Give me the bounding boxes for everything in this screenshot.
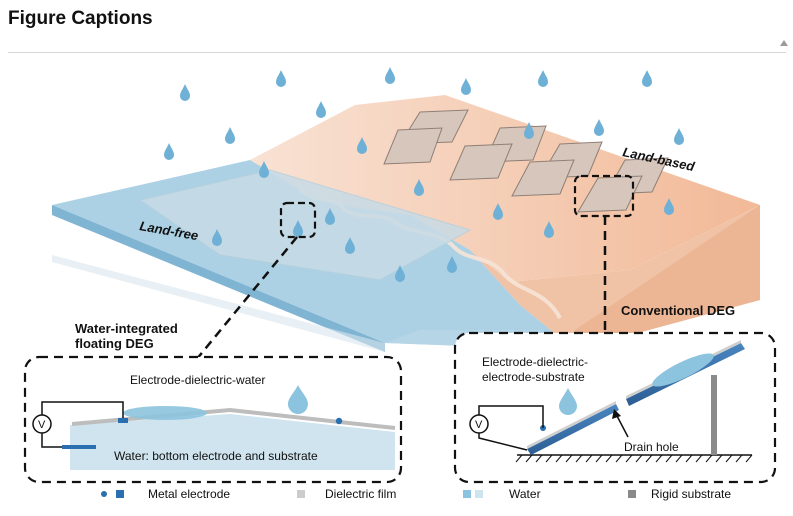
legend-item-metal-electrode: Metal electrode [101,487,230,501]
leader-line-left [195,236,298,361]
land-top-surface [250,95,760,282]
label-floating-deg: floating DEG [75,336,154,351]
label-electrode-dielectric-water: Electrode-dielectric-water [130,373,265,387]
legend-label: Metal electrode [148,487,230,501]
land-panel [383,127,443,165]
legend-label: Dielectric film [325,487,396,501]
rigid-support-post [711,375,717,455]
voltmeter-label: V [475,419,483,431]
zoom-box-land-free [279,201,317,239]
water-block [52,160,575,352]
rigid-substrate-icon [628,490,636,498]
label-conventional-deg: Conventional DEG [621,303,735,318]
tilted-panel-lower [527,404,619,455]
water-body [70,414,395,470]
metal-electrode-dot [335,417,343,425]
scroll-up-arrow-icon[interactable] [780,40,788,46]
ground-hatching [515,454,753,463]
legend-label: Water [509,487,541,501]
water-front-face [52,205,385,352]
panel-water-droplet [652,353,714,387]
legend-label: Rigid substrate [651,487,731,501]
circuit-wire [41,401,124,448]
label-drain-hole: Drain hole [624,440,679,454]
drain-hole-arrowhead-icon [612,409,621,419]
floating-deg-film [138,169,472,281]
dielectric-film-icon [297,490,305,498]
voltmeter-label: V [38,419,46,431]
page-title: Figure Captions [8,8,153,29]
water-bottom-layer [52,255,385,352]
water-icon [463,490,471,498]
metal-electrode-square-icon [116,490,124,498]
land-front-face [575,205,760,350]
drain-hole-arrow [615,413,629,438]
panel-dielectric-strip [527,401,616,449]
water-film-droplet [123,406,207,420]
top-electrode [118,418,128,423]
inset-floating-deg: V Electrode-dielectric-water Water: bott… [23,355,403,484]
water-light-icon [475,490,483,498]
legend: Metal electrode Dielectric film Water Ri… [101,487,731,501]
label-electrode-dielectric-electrode: Electrode-dielectric- [482,355,588,369]
legend-item-rigid-substrate: Rigid substrate [628,487,731,501]
inset-conventional-deg: V Electrode-dielectric- electrode-substr… [453,331,777,484]
voltmeter-icon [32,414,52,434]
land-block [250,95,760,350]
falling-droplet [288,385,308,414]
panel-circuit-wire [478,405,544,451]
panel-falling-droplet [559,388,577,415]
legend-item-dielectric-film: Dielectric film [297,487,396,501]
land-based-panels [383,109,669,213]
legend-item-water: Water [463,487,541,501]
land-panel [511,159,575,197]
title-divider [8,52,786,53]
voltmeter-icon [469,414,489,434]
label-water-bottom: Water: bottom electrode and substrate [114,449,318,463]
label-water-integrated: Water-integrated [75,321,178,336]
scrollbar[interactable] [779,38,789,52]
land-panel [449,143,513,181]
label-electrode-substrate: electrode-substrate [482,370,585,384]
metal-electrode-icon [101,491,107,497]
